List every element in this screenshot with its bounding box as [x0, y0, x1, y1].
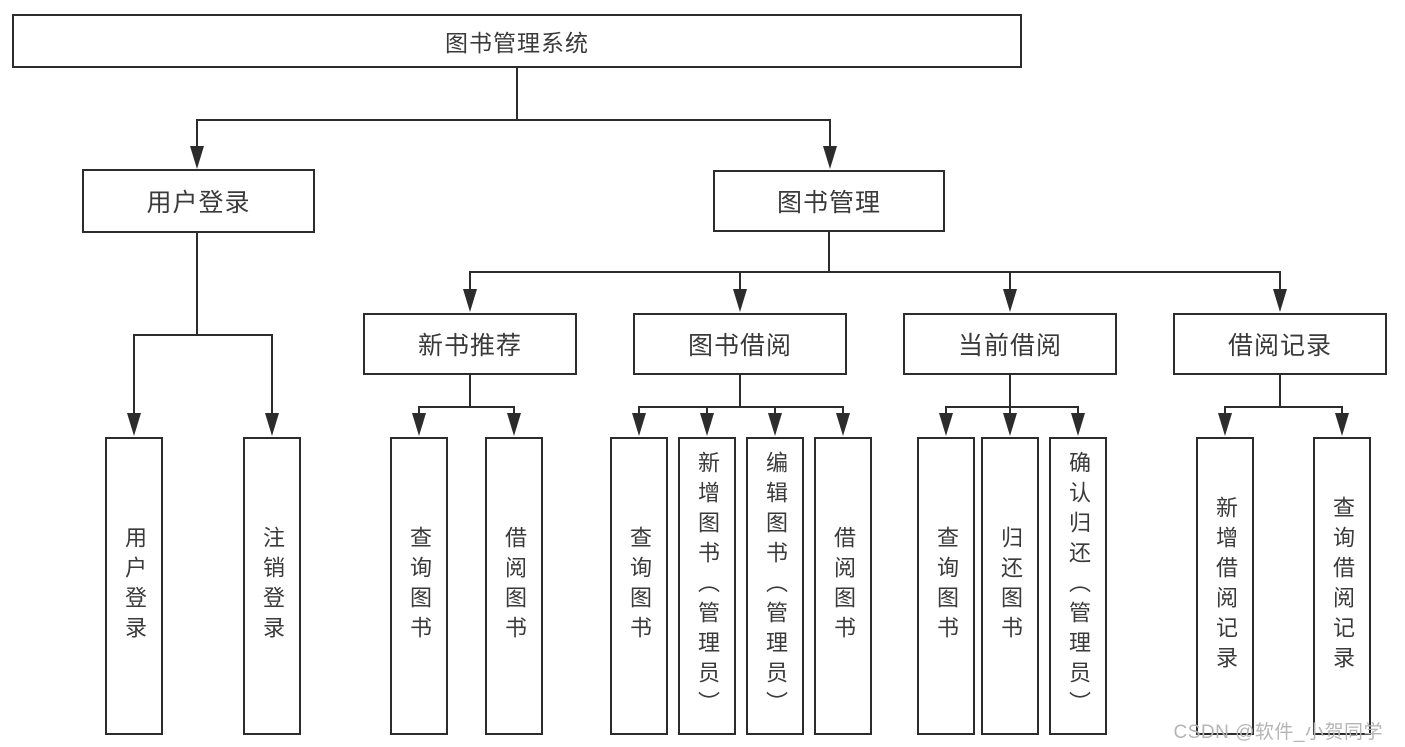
node-label: 确认归还（管理员） — [1066, 451, 1091, 721]
node-label: 借阅记录 — [1227, 332, 1332, 360]
leaf-query-book: 查询图书 — [610, 437, 668, 735]
node-borrowing-records: 借阅记录 — [1173, 313, 1387, 375]
node-book-management: 图书管理 — [713, 170, 945, 232]
node-label: 新书推荐 — [417, 332, 522, 360]
node-label: 查询图书 — [627, 526, 652, 646]
node-label: 用户登录 — [122, 526, 147, 646]
leaf-add-book-admin: 新增图书（管理员） — [678, 437, 736, 735]
node-label: 图书借阅 — [687, 332, 792, 360]
node-label: 借阅图书 — [502, 526, 527, 646]
leaf-return-book: 归还图书 — [981, 437, 1039, 735]
watermark: CSDN @软件_小贺同学 — [1173, 722, 1383, 743]
leaf-user-login: 用户登录 — [105, 437, 163, 735]
leaf-confirm-return-admin: 确认归还（管理员） — [1049, 437, 1107, 735]
leaf-query-book: 查询图书 — [917, 437, 975, 735]
node-label: 用户登录 — [146, 189, 251, 217]
node-label: 归还图书 — [998, 526, 1023, 646]
node-new-book-recommendation: 新书推荐 — [363, 313, 577, 375]
leaf-query-book: 查询图书 — [390, 437, 448, 735]
node-label: 查询图书 — [407, 526, 432, 646]
node-current-borrowing: 当前借阅 — [903, 313, 1117, 375]
node-label: 图书管理 — [776, 189, 881, 217]
node-label: 当前借阅 — [957, 332, 1062, 360]
node-label: 新增借阅记录 — [1213, 496, 1238, 676]
node-label: 借阅图书 — [831, 526, 856, 646]
node-user-login: 用户登录 — [82, 169, 315, 233]
node-library-management-system: 图书管理系统 — [12, 14, 1022, 68]
node-label: 图书管理系统 — [445, 30, 589, 56]
leaf-logout: 注销登录 — [243, 437, 301, 735]
node-label: 编辑图书（管理员） — [763, 451, 788, 721]
leaf-query-borrow-record: 查询借阅记录 — [1313, 437, 1371, 735]
node-label: 查询图书 — [934, 526, 959, 646]
node-label: 查询借阅记录 — [1330, 496, 1355, 676]
leaf-edit-book-admin: 编辑图书（管理员） — [746, 437, 804, 735]
node-book-borrowing: 图书借阅 — [633, 313, 847, 375]
leaf-borrow-book: 借阅图书 — [814, 437, 872, 735]
node-label: 新增图书（管理员） — [695, 451, 720, 721]
leaf-add-borrow-record: 新增借阅记录 — [1196, 437, 1254, 735]
node-label: 注销登录 — [260, 526, 285, 646]
leaf-borrow-book: 借阅图书 — [485, 437, 543, 735]
